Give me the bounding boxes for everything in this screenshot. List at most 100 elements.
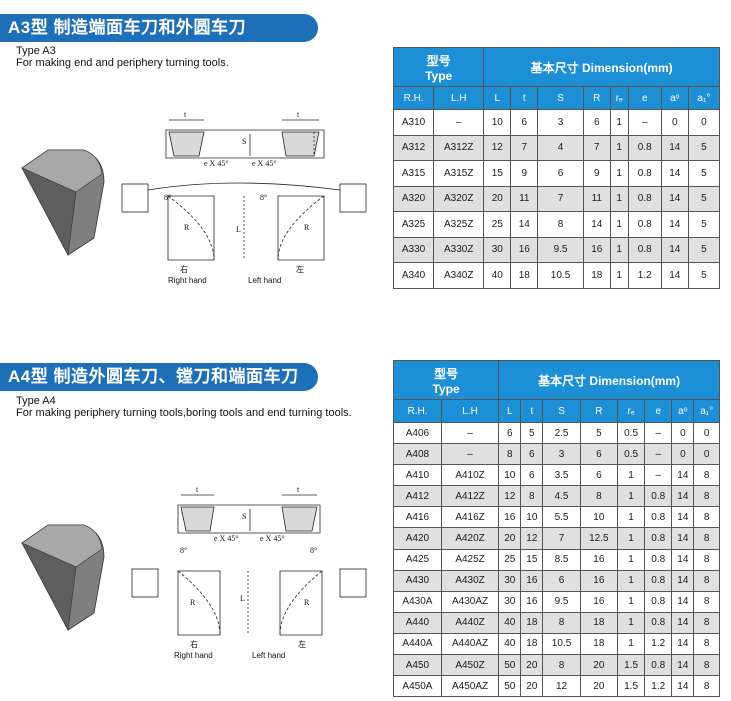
table-cell: 6 [510,109,539,136]
table-cell: 16 [520,569,544,592]
table-cell: – [440,421,500,445]
table-cell: A416 [393,506,442,529]
dim-s: S [242,512,246,521]
dim-t-right: t [297,110,300,119]
table-cell: 0.8 [627,160,662,187]
table-cell: 15 [520,548,544,571]
table-cell: 1 [616,464,646,487]
table-cell: 1 [616,548,646,571]
table-cell: 1 [616,506,646,529]
table-cell: 10 [579,506,619,529]
table-cell: A450A [393,675,442,698]
table-cell: 6 [498,421,522,445]
table-cell: 14 [671,464,695,487]
table-cell: 10.5 [542,632,581,656]
table-cell: A320Z [433,185,485,212]
table-cell: 0.8 [627,211,662,238]
table-cell: 14 [671,506,695,529]
table-cell: 9 [510,160,539,187]
table-cell: 3.5 [542,464,581,487]
col-l: L [498,399,522,423]
table-cell: 5 [687,134,721,161]
table-cell: 40 [483,262,512,289]
dim-r-right: R [304,223,310,232]
table-cell: 0 [693,443,720,466]
table-cell: 7 [537,185,584,212]
table-cell: 25 [498,548,522,571]
table-cell: 16 [498,506,522,529]
left-hand-cn: 左 [296,264,304,274]
type-label-a3: Type A3 [16,45,56,57]
table-cell: 5 [687,160,721,187]
col-r: R [582,86,611,110]
table-cell: 1 [616,569,646,592]
table-cell: 2.5 [542,421,581,445]
insert-3d-illustration [21,149,105,256]
angle-8-left: 8° [180,546,187,555]
table-cell: 5 [579,421,619,445]
table-cell: – [627,109,662,136]
table-cell: A425 [393,548,442,571]
table-cell: 14 [660,211,689,238]
table-cell: 7 [510,134,539,161]
table-cell: A430AZ [440,590,500,613]
dim-t-left: t [184,110,187,119]
table-cell: 1.2 [644,632,673,656]
table-cell: 14 [671,611,695,634]
table-cell: 18 [582,262,611,289]
table-cell: A430Z [440,569,500,592]
table-cell: A410 [393,464,442,487]
table-cell: 14 [660,236,689,263]
table-cell: 8 [693,506,720,529]
tool-drawing-a3: t t S e X 45° e X 45° 8° 8° L R R 右 左 Ri… [21,110,367,285]
table-cell: 40 [498,611,522,634]
table-cell: 5 [687,185,721,212]
table-cell: 14 [671,590,695,613]
angle-8-right: 8° [260,193,267,202]
table-cell: 30 [498,590,522,613]
table-cell: 6 [520,464,544,487]
col-ao: aᵒ [671,399,695,423]
table-cell: 12 [483,134,512,161]
table-cell: 14 [671,548,695,571]
table-cell: 6 [542,569,581,592]
angle-8-right: 8° [310,546,317,555]
table-cell: 8 [693,632,720,656]
col-rh: R.H. [393,399,442,423]
col-re: rₑ [616,399,646,423]
col-lh: L.H [440,399,500,423]
table-cell: 8 [693,569,720,592]
table-cell: 8 [520,485,544,508]
table-cell: 0.8 [644,590,673,613]
table-cell: 8 [498,443,522,466]
insert-3d-illustration [21,524,105,631]
table-cell: 8 [542,654,581,677]
table-cell: A320 [392,185,435,212]
table-cell: 16 [579,569,619,592]
table-cell: 0.8 [644,569,673,592]
table-cell: 0.5 [616,421,646,445]
table-cell: A312 [392,134,435,161]
table-cell: 0.5 [616,443,646,466]
table-cell: 12 [520,527,544,550]
table-cell: 0.8 [644,611,673,634]
table-cell: 8 [693,527,720,550]
table-cell: 25 [483,211,512,238]
col-t: t [520,399,544,423]
table-cell: 14 [671,632,695,656]
table-cell: 3 [542,443,581,466]
table-cell: 1 [616,485,646,508]
section-title-a3: A3型 制造端面车刀和外圆车刀 [0,14,318,42]
dim-s: S [242,137,246,146]
